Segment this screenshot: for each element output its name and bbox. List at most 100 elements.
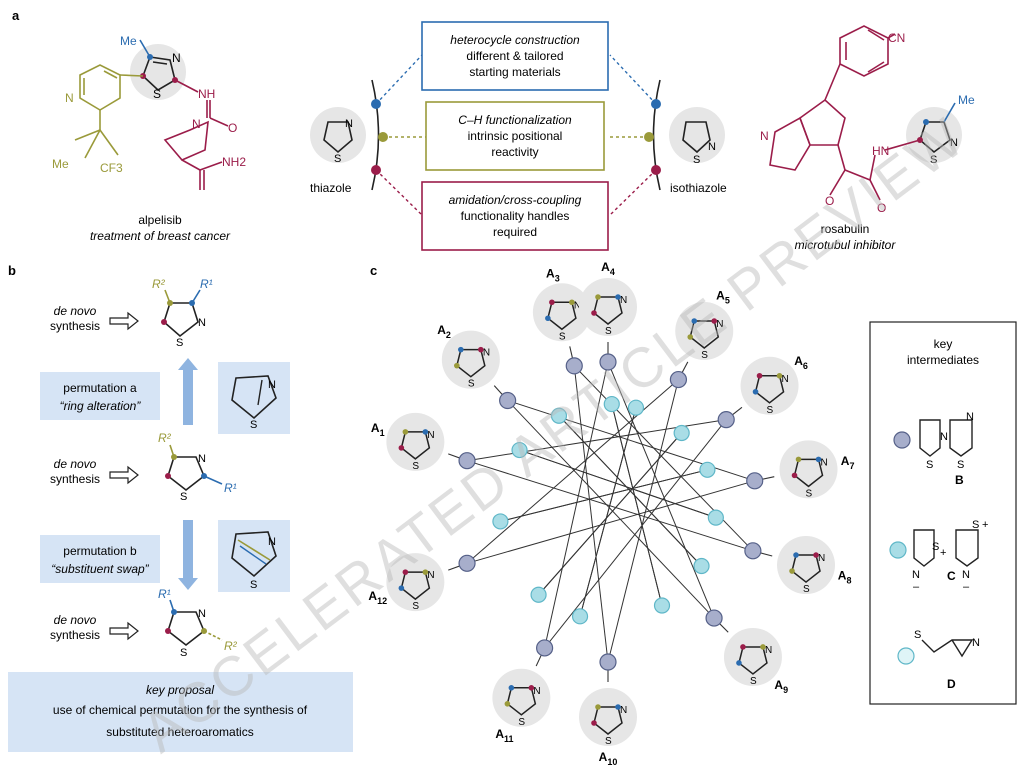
perm-a-n: N [268, 379, 276, 391]
key-proposal-box [8, 672, 353, 752]
row1-r2: R² [152, 277, 166, 291]
row2-line2: synthesis [50, 472, 100, 486]
isothiazole-s: S [693, 154, 700, 166]
alpelisib-cf3-label: CF3 [100, 161, 123, 175]
legend-b-node [893, 431, 911, 449]
thiazole-n: N [345, 118, 353, 130]
intermediate-c-node [530, 586, 547, 603]
intermediate-c-node [603, 395, 620, 413]
row3-n: N [198, 608, 206, 620]
rosabulin-structure [769, 25, 896, 201]
box2-title: C–H functionalization [458, 113, 572, 127]
intermediate-b-node [536, 639, 554, 657]
thiazole-s: S [334, 153, 341, 165]
intermediate-b-node [458, 554, 476, 572]
alpelisib-nh2-label: NH2 [222, 155, 246, 169]
perm-b-n: N [268, 536, 276, 548]
row2-arrow [109, 465, 139, 485]
box1-line2: different & tailored [466, 49, 563, 63]
network-chord [607, 379, 679, 663]
intermediate-c-node [571, 608, 589, 625]
isomer-n-label: N [533, 686, 540, 697]
rosabulin-thiadiazole-circle [906, 107, 962, 163]
intermediate-b-node [458, 452, 476, 470]
box1-title: heterocycle construction [450, 33, 580, 47]
permutation-network [448, 342, 775, 682]
intermediate-c-node [511, 441, 528, 459]
legend-c-node [889, 541, 907, 559]
isomer-label: A3 [546, 266, 560, 283]
isomer-subscript: 3 [555, 273, 560, 283]
isomer-label: A9 [774, 678, 788, 695]
box2-line3: reactivity [491, 145, 538, 159]
perm-b-swap-line1 [237, 539, 271, 561]
box-amidation-cross-coupling [421, 181, 609, 251]
intermediate-b-node [499, 391, 517, 410]
isomer-label: A11 [495, 727, 513, 744]
isomer-s-label: S [412, 461, 419, 472]
thiazole-label: thiazole [310, 181, 352, 195]
row1-arrow [109, 311, 139, 331]
alpelisib-s-label: S [153, 87, 161, 101]
row1-r1: R¹ [200, 277, 213, 291]
isothiazole-circle [669, 107, 725, 163]
legend-c-minus1: – [913, 581, 920, 593]
intermediate-b-node [717, 411, 735, 429]
perm-b-s: S [250, 579, 257, 591]
isomer-subscript: 9 [783, 685, 788, 695]
row3-r1: R¹ [158, 587, 171, 601]
legend-b-struct1 [919, 419, 941, 457]
legend-c-label: C [947, 569, 956, 583]
isomer-n-label: N [821, 457, 828, 468]
rosabulin-cn-label: CN [888, 31, 905, 45]
isomer-n-label: N [782, 374, 789, 385]
alpelisib-me-label: Me [120, 34, 137, 48]
isomer-subscript: 10 [607, 757, 617, 767]
rosabulin-use: microtubul inhibitor [795, 238, 897, 252]
isomer-subscript: 8 [846, 575, 851, 585]
key-proposal-line2: use of chemical permutation for the synt… [53, 703, 308, 717]
isomer-subscript: 4 [610, 267, 615, 277]
intermediate-b-node [669, 370, 688, 389]
intermediate-c-node [707, 509, 724, 526]
rosabulin-me-label: Me [958, 93, 975, 107]
isomer-s-label: S [468, 379, 475, 390]
isomer-label: A1 [371, 421, 385, 438]
network-diameter [500, 469, 708, 522]
isomer-s-label: S [767, 405, 774, 416]
perm-b-arrow-shaft [183, 520, 193, 580]
row2-r1: R¹ [224, 481, 237, 495]
network-chord [507, 400, 715, 619]
intermediate-c-node [693, 557, 710, 575]
rosabulin-hn-label: HN [872, 144, 889, 158]
isomer-s-label: S [605, 736, 612, 747]
isomer-label: A2 [437, 323, 451, 340]
box3-line3: required [493, 225, 537, 239]
perm-a-box [40, 372, 160, 420]
row3-s: S [180, 647, 187, 659]
isomer-s-label: S [803, 584, 810, 595]
perm-a-line1: permutation a [63, 381, 137, 395]
network-diameter [519, 449, 717, 519]
row1-ring [163, 302, 199, 338]
row1-s: S [176, 337, 183, 349]
network-chord [607, 361, 715, 619]
row1-line2: synthesis [50, 319, 100, 333]
network-diameter [538, 432, 683, 596]
legend-b-n2: N [966, 411, 974, 423]
panel-c-letter: c [370, 263, 377, 278]
intermediate-b-node [599, 353, 617, 371]
perm-a-ring-box [218, 362, 290, 434]
perm-a-line2: “ring alteration” [60, 399, 142, 413]
box-heterocycle-construction [421, 21, 609, 91]
legend-d-label: D [947, 677, 956, 691]
legend-c-n1: N [912, 569, 920, 581]
legend-c-minus2: – [963, 581, 970, 593]
thiazole-ring [323, 121, 353, 154]
